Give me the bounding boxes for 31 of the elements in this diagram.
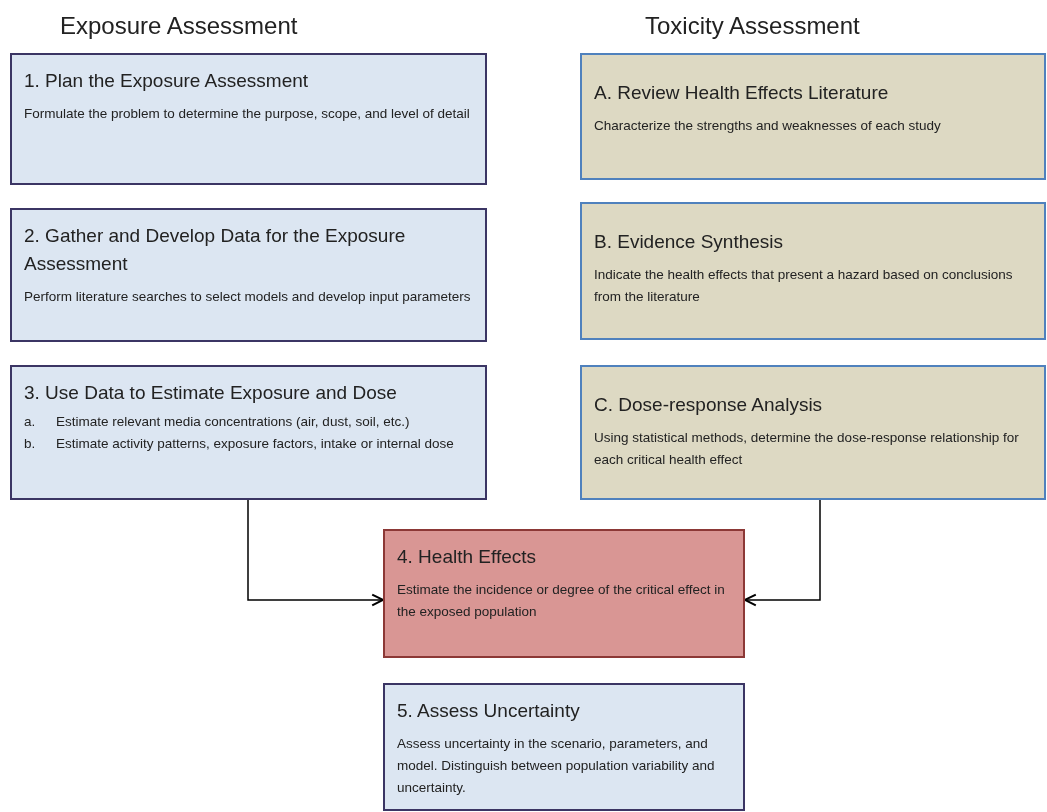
process-box	[10, 208, 487, 342]
box-description: Indicate the health effects that present a hazard based on conclusions from the literature	[594, 266, 1014, 306]
process-box	[10, 365, 487, 500]
process-box	[10, 53, 487, 185]
box-heading: 3. Use Data to Estimate Exposure and Dose	[24, 381, 398, 405]
box-heading: A. Review Health Effects Literature	[594, 81, 890, 105]
box-heading: 2. Gather and Develop Data for the Exposure Assessment	[24, 224, 407, 276]
box-description: Estimate the incidence or degree of the critical effect in the exposed population	[397, 581, 726, 621]
box-description: Using statistical methods, determine the dose-response relationship for each critical health effect	[594, 429, 1020, 469]
box-description: Formulate the problem to determine the purpose, scope, and level of detail	[24, 105, 471, 123]
process-box	[580, 53, 1046, 180]
arrow	[247, 499, 384, 607]
box-heading: 5. Assess Uncertainty	[397, 699, 581, 723]
process-box	[383, 529, 745, 658]
box-heading: B. Evidence Synthesis	[594, 230, 785, 254]
box-description: Perform literature searches to select models and develop input parameters	[24, 288, 472, 306]
box-description: Assess uncertainty in the scenario, parameters, and model. Distinguish between population variability and uncertainty.	[397, 735, 716, 797]
box-heading: 4. Health Effects	[397, 545, 538, 569]
list-item: Estimate relevant media concentrations (air, dust, soil, etc.)	[56, 413, 411, 431]
process-box	[580, 202, 1046, 340]
list-marker: b.	[24, 435, 37, 453]
column-heading: Toxicity Assessment	[645, 11, 860, 41]
arrow	[744, 499, 821, 607]
column-heading: Exposure Assessment	[60, 11, 298, 41]
list-marker: a.	[24, 413, 37, 431]
list-item: Estimate activity patterns, exposure factors, intake or internal dose	[56, 435, 455, 453]
process-box	[580, 365, 1046, 500]
box-description: Characterize the strengths and weaknesses of each study	[594, 117, 942, 135]
process-box	[383, 683, 745, 811]
box-heading: C. Dose-response Analysis	[594, 393, 824, 417]
box-heading: 1. Plan the Exposure Assessment	[24, 69, 310, 93]
